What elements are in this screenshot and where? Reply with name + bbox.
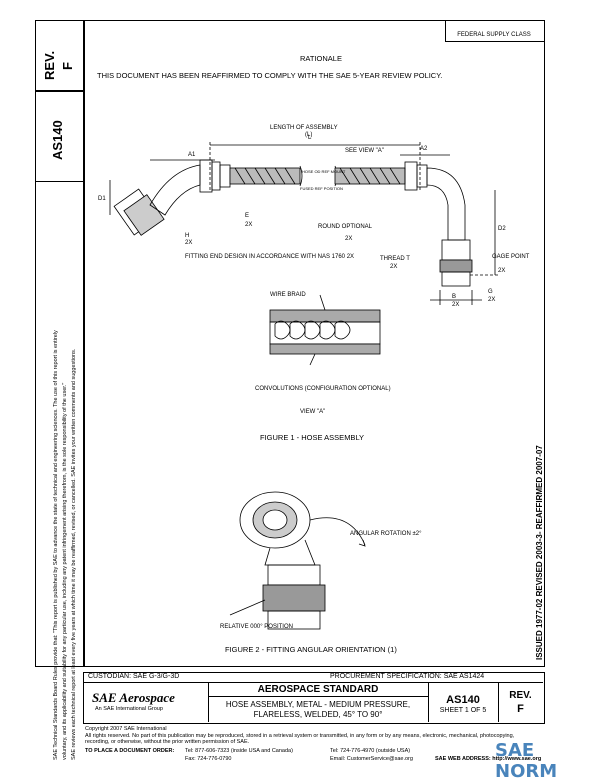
title-divider: [83, 682, 543, 683]
copyright-line: Copyright 2007 SAE International: [85, 726, 167, 732]
thread-2x: 2X: [390, 264, 397, 270]
rev-divider: [498, 682, 499, 722]
federal-supply-class: FEDERAL SUPPLY CLASS: [457, 32, 531, 38]
fax-line: Fax: 724-776-0790: [185, 756, 232, 762]
email-line: Email: CustomerService@sae.org: [330, 756, 413, 762]
left-elbow-fitting: [113, 159, 231, 236]
figure2-caption: FIGURE 2 - FITTING ANGULAR ORIENTATION (…: [225, 645, 397, 654]
dim-d2: D2: [498, 226, 506, 232]
thread-t-label: THREAD T: [380, 256, 410, 262]
federal-supply-box: [445, 20, 545, 42]
side-legal-line1: SAE Technical Standards Board Rules prov…: [53, 330, 59, 760]
title-block: [83, 672, 545, 724]
see-view-label: SEE VIEW "A": [345, 148, 384, 154]
standard-divider: [208, 696, 428, 697]
dim-d1: D1: [98, 196, 106, 202]
b-2x: 2X: [452, 302, 459, 308]
h-label: H: [185, 233, 189, 239]
order-label: TO PLACE A DOCUMENT ORDER:: [85, 748, 175, 754]
standard-title: AEROSPACE STANDARD: [257, 684, 379, 695]
dim-a1: A1: [188, 152, 196, 158]
number-divider: [428, 682, 429, 722]
doc-title-line1: HOSE ASSEMBLY, METAL - MEDIUM PRESSURE,: [225, 700, 411, 709]
dim-l: L: [308, 135, 312, 141]
e-label: E: [245, 213, 249, 219]
h-2x: 2X: [185, 240, 192, 246]
fused-ref-label: FUSED REF POSITION: [300, 186, 343, 191]
round-optional-label: ROUND OPTIONAL: [318, 224, 373, 230]
side-legal-line2: voluntary, and its applicability and sui…: [62, 382, 68, 760]
logo-divider: [208, 682, 209, 722]
g-2x: 2X: [488, 297, 495, 303]
dates-vertical: ISSUED 1977-02 REVISED 2003-3- REAFFIRME…: [535, 445, 544, 660]
length-note: (L): [305, 132, 312, 138]
tel-inside-usa: Tel: 877-606-7323 (inside USA and Canada…: [185, 748, 293, 754]
sheet-label: SHEET 1 OF 5: [439, 707, 487, 714]
hose-od-label: HOSE OD REF MOUNT: [302, 169, 346, 174]
custodian-label: CUSTODIAN: SAE G-3/G-3D: [88, 673, 180, 680]
footer-doc-number: AS140: [446, 694, 480, 706]
sae-logo: SAE Aerospace: [92, 690, 175, 705]
doc-title-line2: FLARELESS, WELDED, 45° TO 90°: [253, 710, 383, 719]
figure2-drawing: ANGULAR ROTATION ±2° RELATIVE 000° POSIT…: [220, 491, 422, 654]
footer-rev-label: REV.: [509, 690, 532, 701]
sae-tagline: An SAE International Group: [95, 706, 163, 712]
length-label: LENGTH OF ASSEMBLY: [270, 125, 338, 131]
round-2x: 2X: [345, 236, 352, 242]
footer-rev-value: F: [517, 703, 524, 715]
b-label: B: [452, 294, 456, 300]
rev-box: [35, 20, 85, 92]
g-label: G: [488, 289, 493, 295]
figure1-drawing: L LENGTH OF ASSEMBLY (L) A1 A2 D1 D2 SEE…: [98, 125, 530, 442]
fitting-end-label: FITTING END DESIGN IN ACCORDANCE WITH NA…: [185, 254, 354, 260]
gage-2x: 2X: [498, 268, 505, 274]
rationale-text: THIS DOCUMENT HAS BEEN REAFFIRMED TO COM…: [97, 71, 443, 80]
figure1-caption: FIGURE 1 - HOSE ASSEMBLY: [260, 433, 364, 442]
procurement-label: PROCUREMENT SPECIFICATION: SAE AS1424: [330, 673, 485, 680]
gage-point-label: GAGE POINT: [492, 254, 530, 260]
wire-braid-label: WIRE BRAID: [270, 292, 306, 298]
doc-number-box: [35, 90, 85, 182]
view-a-label: VIEW "A": [300, 409, 325, 415]
e-2x: 2X: [245, 222, 252, 228]
tel-outside-usa: Tel: 724-776-4970 (outside USA): [330, 748, 411, 754]
rev-value-vertical: F: [60, 62, 75, 70]
angular-rotation-label: ANGULAR ROTATION ±2°: [350, 531, 422, 537]
rights-text: All rights reserved. No part of this pub…: [85, 733, 515, 746]
rationale-title: RATIONALE: [300, 54, 342, 63]
view-a-detail: [269, 294, 381, 366]
web-address: SAE WEB ADDRESS: http://www.sae.org: [435, 756, 542, 762]
relative-position-label: RELATIVE 000° POSITION: [220, 624, 293, 630]
dim-a2: A2: [420, 146, 428, 152]
side-legal-line3: SAE reviews each technical report at lea…: [71, 348, 77, 760]
drawing-frame: [83, 20, 545, 667]
convolutions-label: CONVOLUTIONS (CONFIGURATION OPTIONAL): [255, 386, 391, 392]
